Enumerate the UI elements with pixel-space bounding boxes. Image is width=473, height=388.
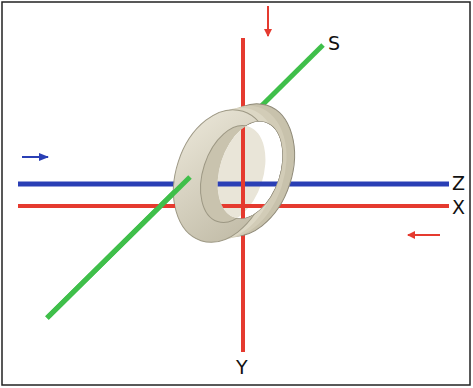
axis-label: Z: [452, 174, 465, 193]
axis-label: X: [452, 198, 465, 217]
axis-label: Y: [236, 358, 248, 377]
x-axis: [18, 204, 449, 208]
frame: [2, 2, 470, 385]
y-axis: [241, 38, 245, 352]
direction-arrow: [22, 156, 48, 158]
s-axis-front: [47, 177, 190, 318]
ring: [18, 38, 449, 352]
direction-arrow: [408, 234, 440, 236]
s-axis: [47, 45, 323, 318]
axis-label: S: [328, 34, 340, 53]
x-axis-front: [18, 204, 175, 208]
z-axis: [18, 182, 449, 187]
y-axis-front: [241, 236, 245, 352]
direction-arrow: [267, 6, 269, 36]
